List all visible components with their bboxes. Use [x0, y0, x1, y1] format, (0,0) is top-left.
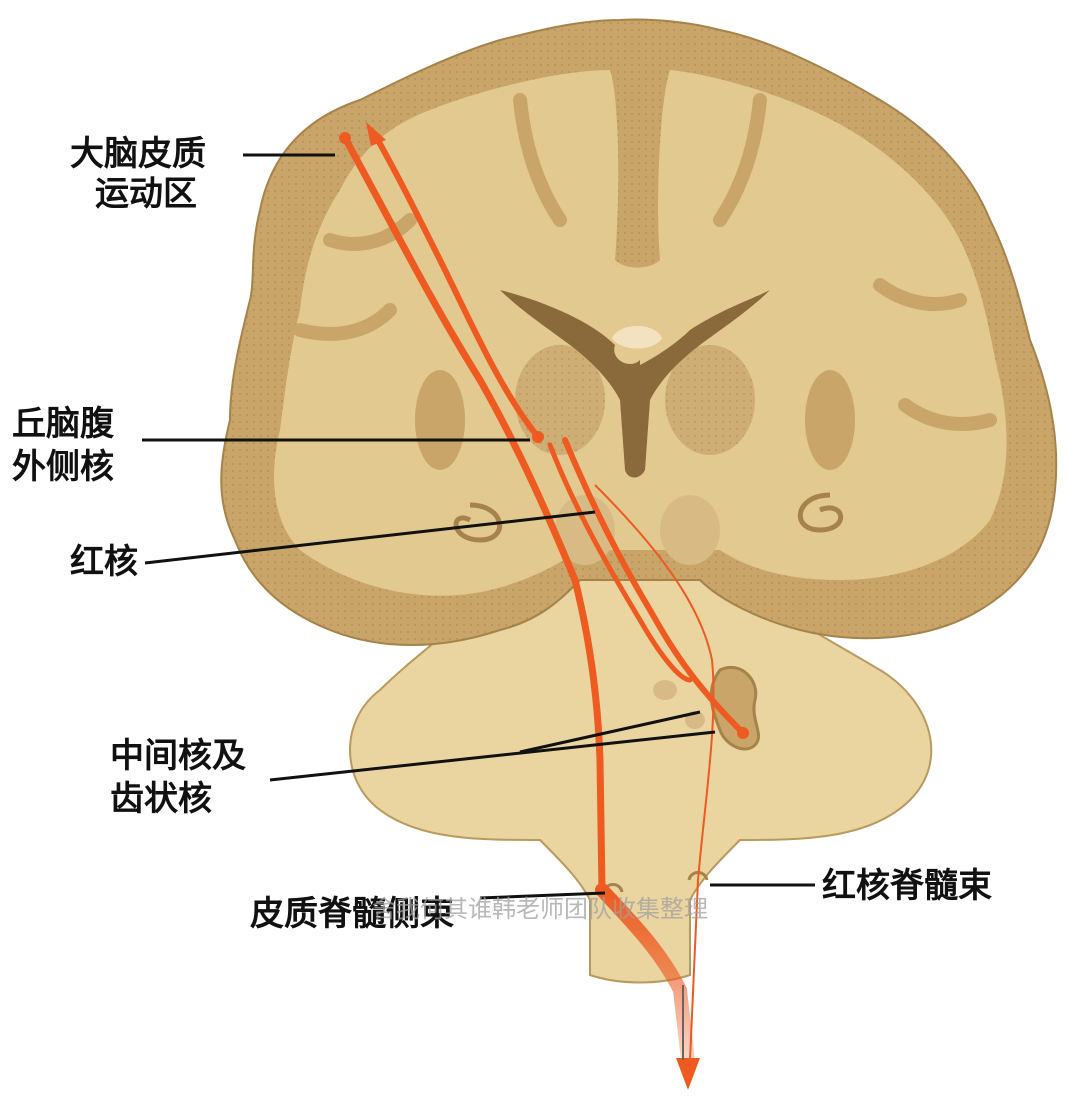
label-cerebellar-nuclei-line1: 中间核及: [110, 736, 246, 776]
watermark: 舍我何其谁韩老师团队收集整理: [372, 895, 708, 923]
label-thalamus-line1: 丘脑腹: [12, 404, 115, 444]
label-motor-cortex-line1: 大脑皮质: [70, 134, 206, 174]
label-motor-cortex-line2: 运动区: [95, 174, 197, 214]
label-thalamus-line2: 外侧核: [12, 447, 114, 487]
label-cerebellar-nuclei-line2: 齿状核: [110, 779, 212, 819]
label-rubrospinal-tract: 红核脊髓束: [822, 866, 992, 906]
label-red-nucleus: 红核: [70, 542, 138, 582]
